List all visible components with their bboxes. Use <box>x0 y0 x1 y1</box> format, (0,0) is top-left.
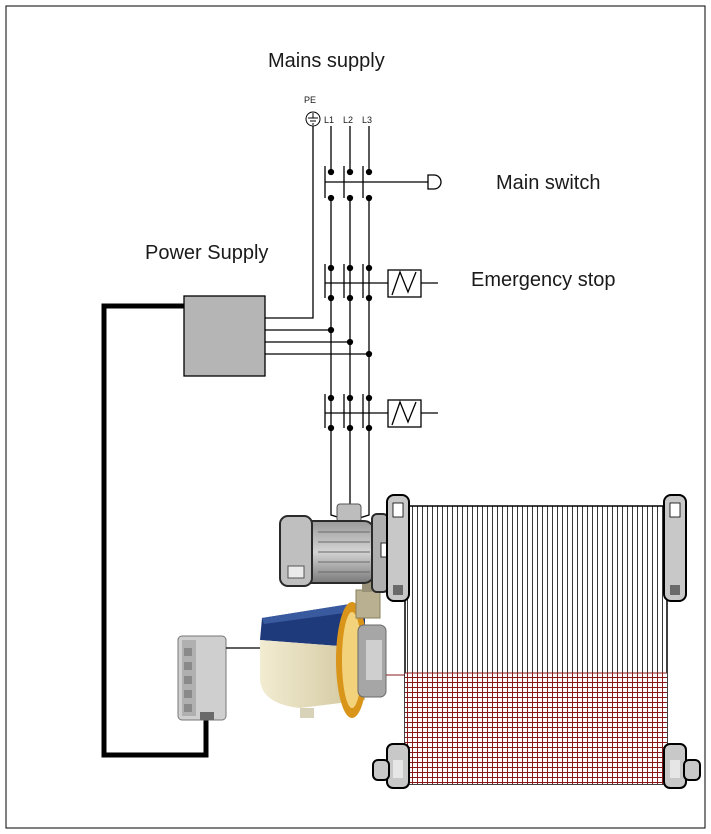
contactor-coil-icon <box>387 269 438 298</box>
roller-door <box>372 494 701 789</box>
contactor-coil-icon <box>387 399 438 428</box>
pe-label: PE <box>304 95 317 105</box>
pe-wire <box>265 126 314 319</box>
motor <box>279 503 390 593</box>
control-cable <box>101 303 209 758</box>
drive-head <box>260 580 405 718</box>
second-contactor <box>324 394 388 432</box>
main-switch <box>324 166 428 202</box>
outer-frame <box>5 5 706 829</box>
main-switch-label: Main switch <box>496 172 601 194</box>
earth-ground-icon <box>305 111 321 127</box>
emergency-stop-contactor <box>324 264 388 302</box>
controller-unit <box>177 635 227 721</box>
power-supply-label: Power Supply <box>145 242 269 264</box>
power-supply-taps <box>265 326 373 358</box>
phase-label-l1: L1 <box>324 115 335 125</box>
power-supply-box <box>183 295 266 377</box>
emergency-stop-label: Emergency stop <box>471 269 616 291</box>
phase-label-l2: L2 <box>343 115 354 125</box>
mains-supply-label: Mains supply <box>268 50 385 72</box>
switch-actuator-icon <box>427 174 442 190</box>
phase-label-l3: L3 <box>362 115 373 125</box>
